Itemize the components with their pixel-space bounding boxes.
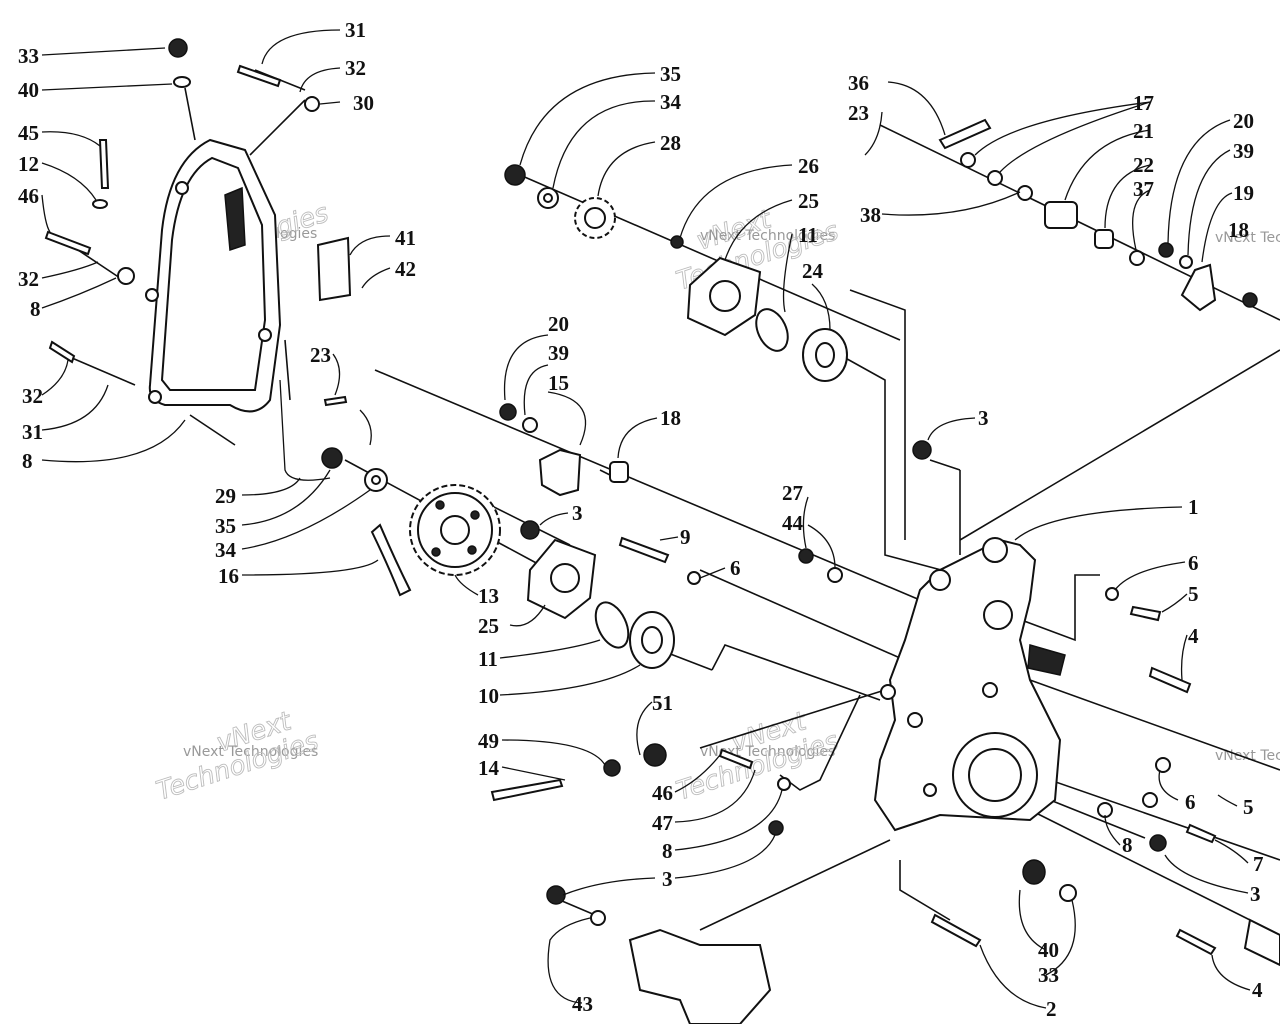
callout-label: 23 bbox=[310, 343, 331, 367]
callout-label: 31 bbox=[22, 420, 43, 444]
callout-label: 18 bbox=[1228, 218, 1249, 242]
callout-label: 23 bbox=[848, 101, 869, 125]
callout-label: 1 bbox=[1188, 495, 1199, 519]
callout-label: 46 bbox=[652, 781, 673, 805]
tensioner-block bbox=[538, 448, 582, 497]
callout-label: 2 bbox=[1046, 997, 1057, 1021]
clip-icon bbox=[359, 409, 372, 446]
callout-labels: 33 40 45 12 46 32 8 31 32 30 31 32 8 41 … bbox=[18, 18, 1264, 1021]
callout-label: 12 bbox=[18, 152, 39, 176]
callout-label: 32 bbox=[345, 56, 366, 80]
callout-label: 8 bbox=[22, 449, 33, 473]
callout-label: 6 bbox=[1185, 790, 1196, 814]
bearing-upper-inner bbox=[815, 342, 835, 368]
callout-label: 28 bbox=[660, 131, 681, 155]
callout-label: 43 bbox=[572, 992, 593, 1016]
callout-label: 3 bbox=[572, 501, 583, 525]
callout-label: 8 bbox=[30, 297, 41, 321]
tensioner-strap bbox=[279, 379, 331, 481]
bearing-lower-inner bbox=[641, 626, 663, 654]
callout-label: 20 bbox=[548, 312, 569, 336]
callout-label: 6 bbox=[1188, 551, 1199, 575]
callout-label: 33 bbox=[1038, 963, 1059, 987]
callout-label: 32 bbox=[18, 267, 39, 291]
callout-label: 15 bbox=[548, 371, 569, 395]
callout-label: 21 bbox=[1133, 119, 1154, 143]
callout-label: 11 bbox=[478, 647, 498, 671]
callout-label: 4 bbox=[1188, 624, 1199, 648]
callout-label: 3 bbox=[662, 867, 673, 891]
callout-label: 4 bbox=[1252, 978, 1263, 1002]
callout-label: 39 bbox=[1233, 139, 1254, 163]
callout-label: 36 bbox=[848, 71, 869, 95]
callout-label: 7 bbox=[1253, 852, 1264, 876]
callout-label: 3 bbox=[978, 406, 989, 430]
callout-label: 33 bbox=[18, 44, 39, 68]
callout-label: 32 bbox=[22, 384, 43, 408]
watermark-text: vNext Technologies bbox=[1215, 230, 1280, 246]
callout-label: 24 bbox=[802, 259, 824, 283]
small-sprocket bbox=[574, 197, 616, 239]
callout-label: 27 bbox=[782, 481, 803, 505]
gear-case-housing bbox=[873, 537, 1066, 832]
callout-label: 41 bbox=[395, 226, 416, 250]
callout-label: 51 bbox=[652, 691, 673, 715]
callout-label: 40 bbox=[18, 78, 39, 102]
drive-chain bbox=[370, 523, 412, 597]
callout-label: 18 bbox=[660, 406, 681, 430]
callout-label: 25 bbox=[798, 189, 819, 213]
callout-label: 6 bbox=[730, 556, 741, 580]
callout-label: 10 bbox=[478, 684, 499, 708]
callout-label: 40 bbox=[1038, 938, 1059, 962]
callout-label: 17 bbox=[1133, 91, 1154, 115]
callout-label: 26 bbox=[798, 154, 819, 178]
bushing bbox=[609, 461, 629, 483]
callout-label: 9 bbox=[680, 525, 691, 549]
callout-label: 5 bbox=[1188, 582, 1199, 606]
callout-label: 44 bbox=[782, 511, 804, 535]
callout-label: 47 bbox=[652, 811, 673, 835]
drive-sprocket bbox=[409, 484, 501, 576]
callout-label: 3 bbox=[1250, 882, 1261, 906]
callout-label: 30 bbox=[353, 91, 374, 115]
callout-label: 35 bbox=[215, 514, 236, 538]
callout-label: 13 bbox=[478, 584, 499, 608]
callout-label: 38 bbox=[860, 203, 881, 227]
callout-label: 20 bbox=[1233, 109, 1254, 133]
callout-label: 37 bbox=[1133, 177, 1154, 201]
snap-ring-upper bbox=[755, 308, 789, 352]
callout-label: 49 bbox=[478, 729, 499, 753]
callout-label: 5 bbox=[1243, 795, 1254, 819]
callout-label: 8 bbox=[662, 839, 673, 863]
callout-label: 16 bbox=[218, 564, 239, 588]
decal-plate bbox=[316, 236, 352, 302]
watermark-text: vNext Technologies bbox=[183, 744, 318, 760]
callout-label: 45 bbox=[18, 121, 39, 145]
callout-label: 14 bbox=[478, 756, 500, 780]
callout-label: 11 bbox=[798, 223, 818, 247]
lower-bracket bbox=[628, 928, 772, 1024]
chain-case-cover bbox=[145, 138, 282, 413]
callout-label: 19 bbox=[1233, 181, 1254, 205]
hardware-small-parts bbox=[92, 38, 1258, 926]
callout-label: 22 bbox=[1133, 153, 1154, 177]
callout-label: 8 bbox=[1122, 833, 1133, 857]
callout-label: 34 bbox=[660, 90, 682, 114]
callout-label: 29 bbox=[215, 484, 236, 508]
callout-label: 25 bbox=[478, 614, 499, 638]
callout-label: 34 bbox=[215, 538, 237, 562]
bearing-flange-upper-hole bbox=[709, 280, 741, 312]
callout-label: 46 bbox=[18, 184, 39, 208]
snap-ring-lower bbox=[594, 601, 630, 649]
bolts bbox=[44, 64, 1280, 967]
callout-label: 39 bbox=[548, 341, 569, 365]
callout-label: 31 bbox=[345, 18, 366, 42]
leader-lines bbox=[41, 29, 1251, 1009]
bearing-flange-lower-hole bbox=[550, 563, 580, 593]
callout-label: 42 bbox=[395, 257, 416, 281]
callout-label: 35 bbox=[660, 62, 681, 86]
